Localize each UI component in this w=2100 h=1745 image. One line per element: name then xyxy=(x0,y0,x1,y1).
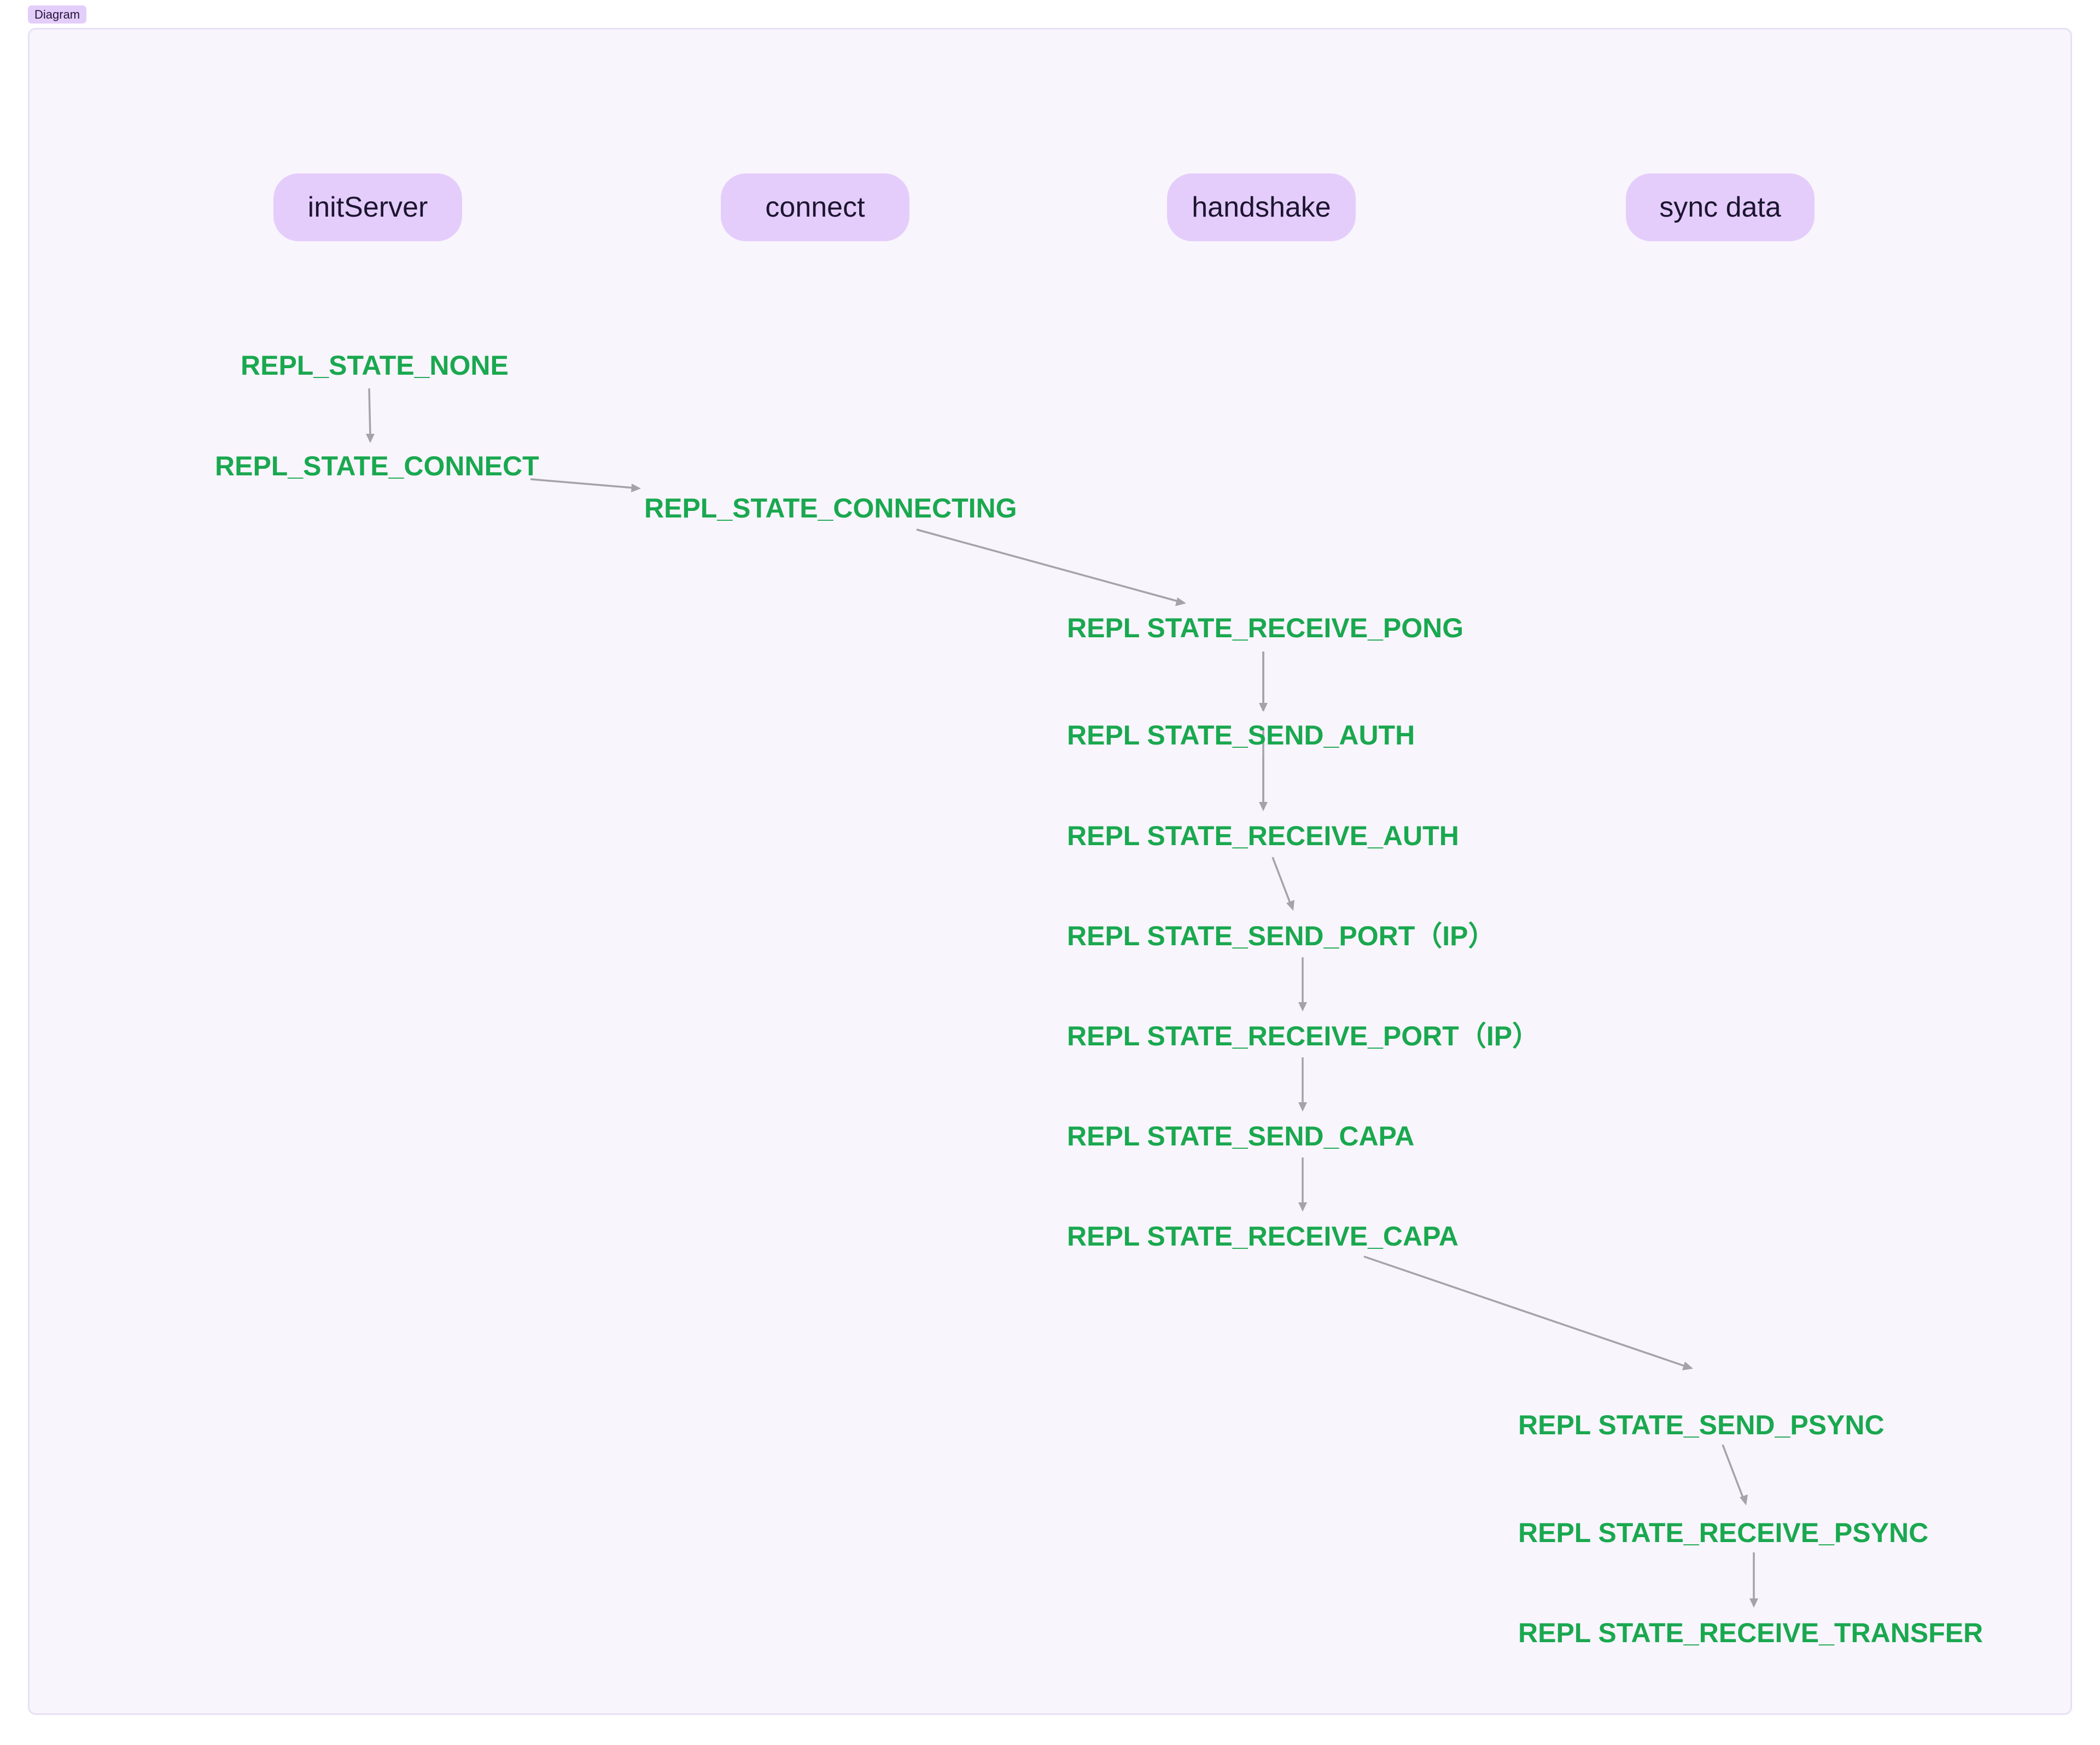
arrow-send-psync-to-receive-psync xyxy=(1722,1444,1745,1499)
arrowhead xyxy=(1749,1598,1758,1608)
arrowhead xyxy=(1175,597,1186,606)
arrowhead xyxy=(366,434,375,443)
arrowhead xyxy=(1682,1362,1693,1370)
state-receive-auth: REPL STATE_RECEIVE_AUTH xyxy=(1067,821,1459,851)
state-none: REPL_STATE_NONE xyxy=(241,350,509,381)
arrowhead xyxy=(631,484,641,492)
state-connect: REPL_STATE_CONNECT xyxy=(215,451,539,481)
arrow-receive-auth-to-send-port xyxy=(1271,857,1292,905)
phase-connect: connect xyxy=(721,173,909,241)
arrow-receive-capa-to-send-psync xyxy=(1363,1255,1687,1368)
arrow-connect-to-connecting xyxy=(530,478,635,489)
phase-sync-data: sync data xyxy=(1626,173,1815,241)
state-receive-psync: REPL STATE_RECEIVE_PSYNC xyxy=(1518,1517,1929,1548)
arrowhead xyxy=(1298,1102,1307,1112)
state-receive-capa: REPL STATE_RECEIVE_CAPA xyxy=(1067,1221,1459,1252)
phase-handshake: handshake xyxy=(1167,173,1356,241)
diagram-badge: Diagram xyxy=(28,5,87,24)
arrowhead xyxy=(1298,1002,1307,1011)
arrowhead xyxy=(1259,703,1268,712)
phase-initserver: initServer xyxy=(273,173,462,241)
diagram-frame xyxy=(28,28,2072,1715)
state-receive-port: REPL STATE_RECEIVE_PORT（IP） xyxy=(1067,1021,1540,1051)
state-send-capa: REPL STATE_SEND_CAPA xyxy=(1067,1121,1415,1151)
arrowhead xyxy=(1286,900,1294,911)
arrowhead xyxy=(1259,802,1268,811)
arrow-none-to-connect xyxy=(368,388,371,436)
arrowhead xyxy=(1740,1494,1748,1505)
state-send-port: REPL STATE_SEND_PORT（IP） xyxy=(1067,921,1496,951)
state-send-auth: REPL STATE_SEND_AUTH xyxy=(1067,720,1415,751)
arrow-connecting-to-receive-pong xyxy=(916,528,1180,603)
state-receive-pong: REPL STATE_RECEIVE_PONG xyxy=(1067,613,1464,643)
state-send-psync: REPL STATE_SEND_PSYNC xyxy=(1518,1410,1885,1440)
arrowhead xyxy=(1298,1202,1307,1212)
state-connecting: REPL_STATE_CONNECTING xyxy=(644,493,1017,524)
state-receive-transfer: REPL STATE_RECEIVE_TRANSFER xyxy=(1518,1618,1984,1648)
